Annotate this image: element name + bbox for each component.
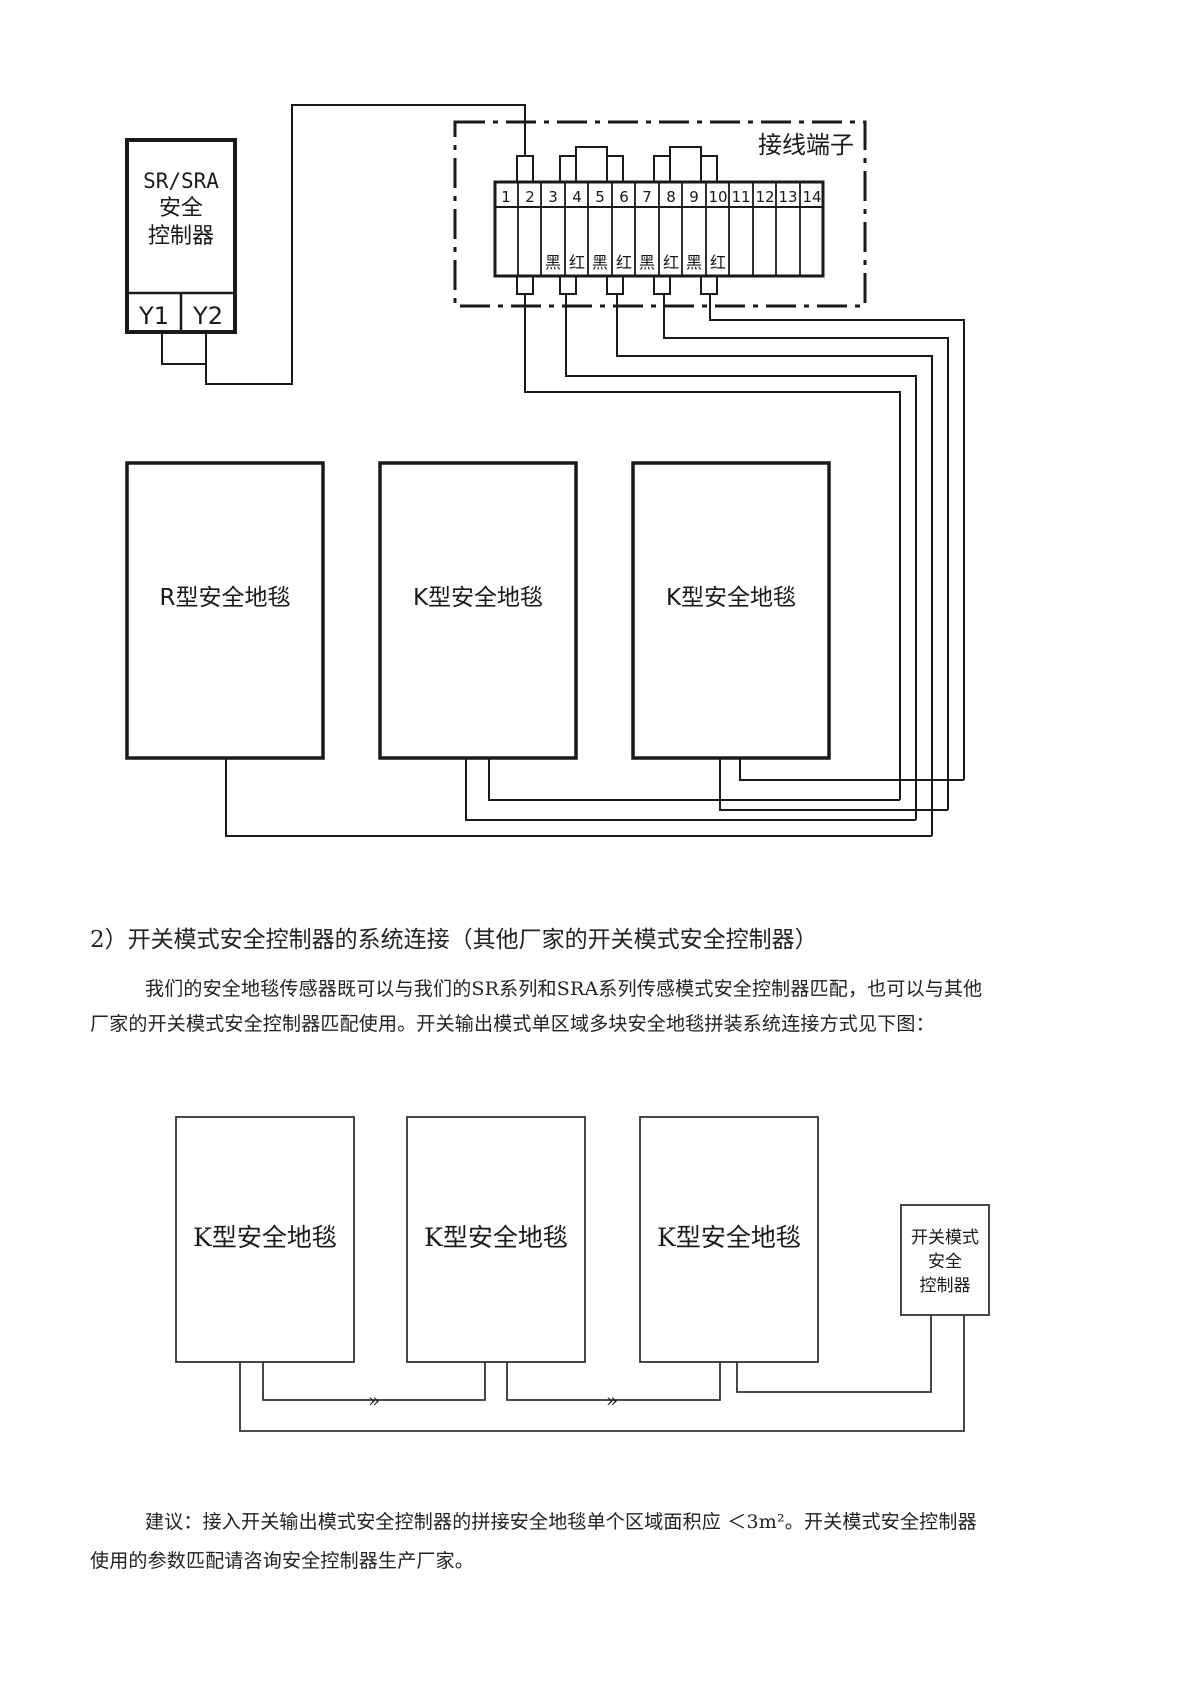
wire-color-label: 红 — [616, 253, 632, 272]
wire-color-label: 黑 — [686, 253, 702, 272]
wire-color-label: 黑 — [592, 253, 608, 272]
mat-6-label: K型安全地毯 — [657, 1223, 801, 1252]
wire-color-label: 黑 — [545, 253, 561, 272]
mat-1-label: R型安全地毯 — [160, 585, 291, 611]
paragraph-1-line-1: 我们的安全地毯传感器既可以与我们的SR系列和SRA系列传感模式安全控制器匹配，也… — [145, 978, 983, 1000]
diagram-1-text: SR/SRA 安全 控制器 Y1 Y2 接线端子 1 2 3 4 5 6 7 8… — [138, 131, 854, 611]
terminal-number: 3 — [548, 188, 558, 206]
controller-wire — [205, 104, 526, 385]
terminal-number: 4 — [572, 188, 582, 206]
terminal-number: 12 — [755, 188, 774, 206]
paragraph-1-line-2: 厂家的开关模式安全控制器匹配使用。开关输出模式单区域多块安全地毯拼装系统连接方式… — [90, 1013, 935, 1035]
wire-color-label: 红 — [663, 253, 679, 272]
mat-4 — [175, 1116, 355, 1363]
diagram-1 — [125, 104, 965, 837]
terminal-number: 2 — [525, 188, 535, 206]
terminal-number: 9 — [689, 188, 699, 206]
terminal-number: 14 — [802, 188, 821, 206]
terminal-block — [493, 146, 825, 295]
terminal-y2-label: Y2 — [192, 302, 223, 330]
diagram-2-text: » » K型安全地毯 K型安全地毯 K型安全地毯 开关模式 安全 控制器 — [193, 1223, 979, 1412]
mat-5 — [406, 1116, 586, 1363]
controller-label-line2: 安全 — [159, 196, 203, 221]
terminal-enclosure — [453, 120, 867, 308]
terminal-block-title: 接线端子 — [758, 131, 854, 159]
switch-controller-line1: 开关模式 — [911, 1228, 979, 1248]
wire-color-label: 红 — [710, 253, 726, 272]
mat-wires — [225, 294, 965, 837]
terminal-number: 13 — [778, 188, 797, 206]
mat-2-label: K型安全地毯 — [413, 585, 543, 611]
terminal-number: 11 — [731, 188, 750, 206]
arrow-marker: » — [606, 1388, 618, 1412]
controller-label-line3: 控制器 — [148, 224, 214, 249]
wire-color-label: 黑 — [639, 253, 655, 272]
diagram-2 — [175, 1116, 990, 1432]
paragraph-2-line-1: 建议：接入开关输出模式安全控制器的拼接安全地毯单个区域面积应 ＜3m²。开关模式… — [145, 1511, 977, 1533]
arrow-marker: » — [368, 1388, 380, 1412]
mat-2 — [378, 461, 578, 760]
terminal-number: 10 — [708, 188, 727, 206]
section-heading: 2）开关模式安全控制器的系统连接（其他厂家的开关模式安全控制器） — [90, 927, 818, 953]
terminal-number: 8 — [666, 188, 676, 206]
terminal-number: 1 — [501, 188, 511, 206]
mat-6 — [639, 1116, 819, 1363]
sr-controller-box — [125, 138, 237, 365]
terminal-number: 7 — [642, 188, 652, 206]
mat-4-label: K型安全地毯 — [193, 1223, 337, 1252]
terminal-number: 6 — [619, 188, 629, 206]
mat-5-label: K型安全地毯 — [424, 1223, 568, 1252]
paragraph-2-line-2: 使用的参数匹配请咨询安全控制器生产厂家。 — [90, 1550, 475, 1572]
switch-controller-line2: 安全 — [928, 1252, 962, 1272]
controller-label-line1: SR/SRA — [143, 169, 219, 193]
switch-controller-box — [900, 1204, 990, 1316]
wire-color-labels: 黑 红 黑 红 黑 红 黑 红 — [545, 253, 726, 272]
mat-3 — [631, 461, 831, 760]
terminal-numbers: 1 2 3 4 5 6 7 8 9 10 11 12 13 14 — [501, 188, 821, 206]
terminal-y1-label: Y1 — [138, 302, 169, 330]
mat-3-label: K型安全地毯 — [666, 585, 796, 611]
terminal-number: 5 — [595, 188, 605, 206]
wire-color-label: 红 — [569, 253, 585, 272]
switch-controller-line3: 控制器 — [920, 1276, 971, 1296]
series-wires — [239, 1315, 965, 1432]
